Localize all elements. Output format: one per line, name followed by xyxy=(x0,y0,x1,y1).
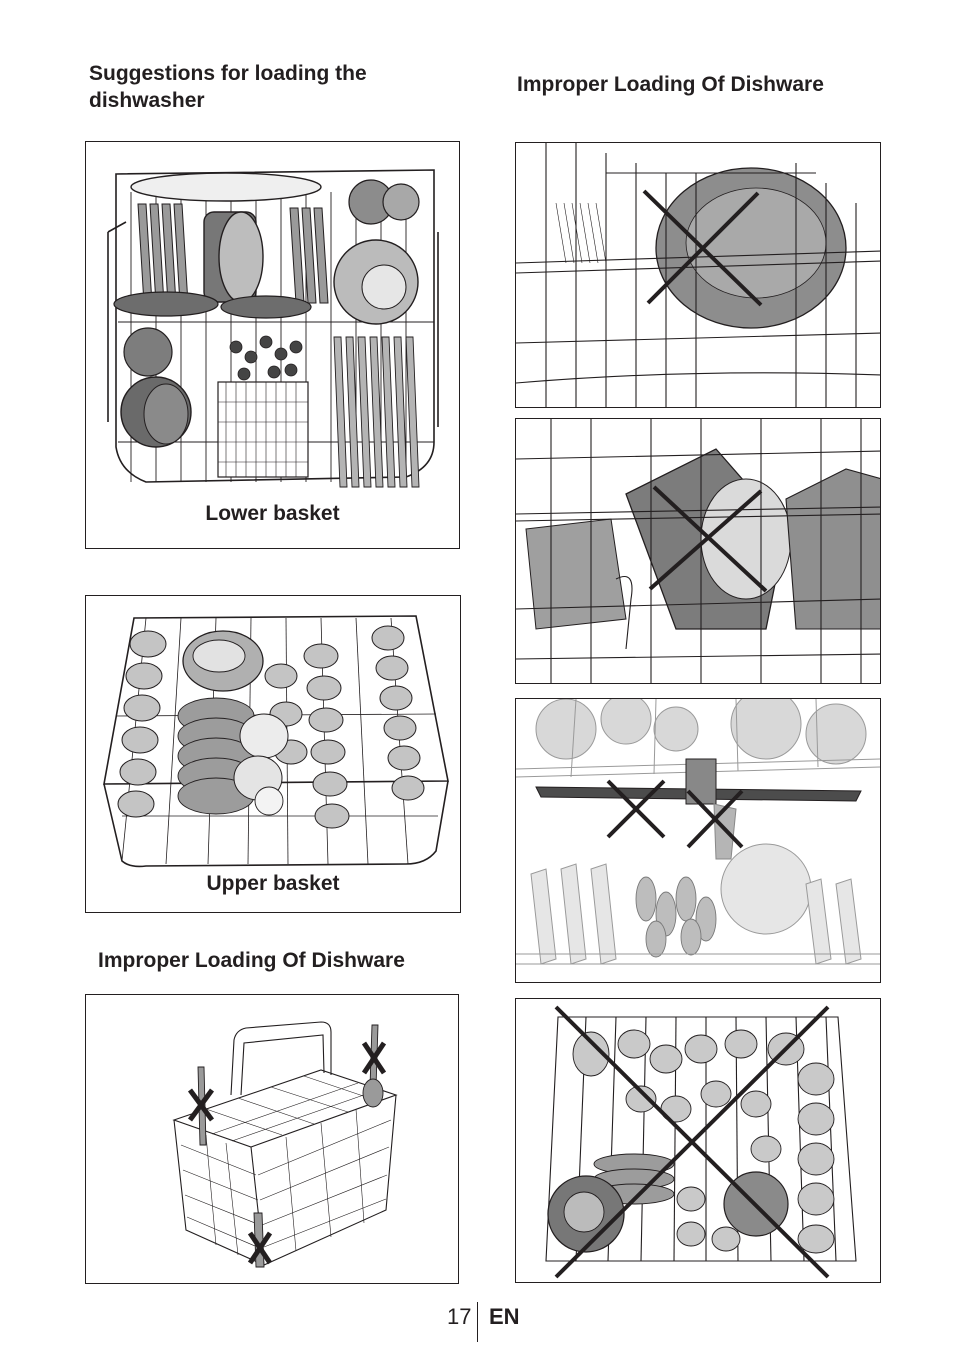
upper-basket-illustration xyxy=(103,615,449,868)
improper-loading-illustration-2 xyxy=(516,419,880,683)
cutlery-basket-illustration xyxy=(172,1021,398,1268)
cutlery-basket-panel xyxy=(85,994,459,1284)
page-number: 17 xyxy=(447,1304,472,1329)
language-code: EN xyxy=(489,1304,520,1329)
improper-loading-illustration-1 xyxy=(516,143,880,407)
heading-improper-loading-right: Improper Loading Of Dishware xyxy=(517,73,824,96)
upper-basket-caption: Upper basket xyxy=(206,872,340,895)
lower-basket-caption: Lower basket xyxy=(205,502,340,525)
improper-loading-panel-4 xyxy=(515,998,881,1283)
heading-loading-suggestions: Suggestions for loading the dishwasher xyxy=(89,62,367,112)
upper-basket-panel: Upper basket xyxy=(85,595,461,913)
improper-loading-panel-1 xyxy=(515,142,881,408)
footer-separator xyxy=(477,1302,478,1342)
lower-basket-illustration xyxy=(107,169,439,488)
heading-improper-loading-left: Improper Loading Of Dishware xyxy=(98,949,405,972)
improper-loading-panel-2 xyxy=(515,418,881,684)
lower-basket-panel: Lower basket xyxy=(85,141,460,549)
improper-loading-panel-3 xyxy=(515,698,881,983)
improper-loading-illustration-3 xyxy=(516,699,880,965)
improper-loading-illustration-4 xyxy=(545,1005,857,1279)
